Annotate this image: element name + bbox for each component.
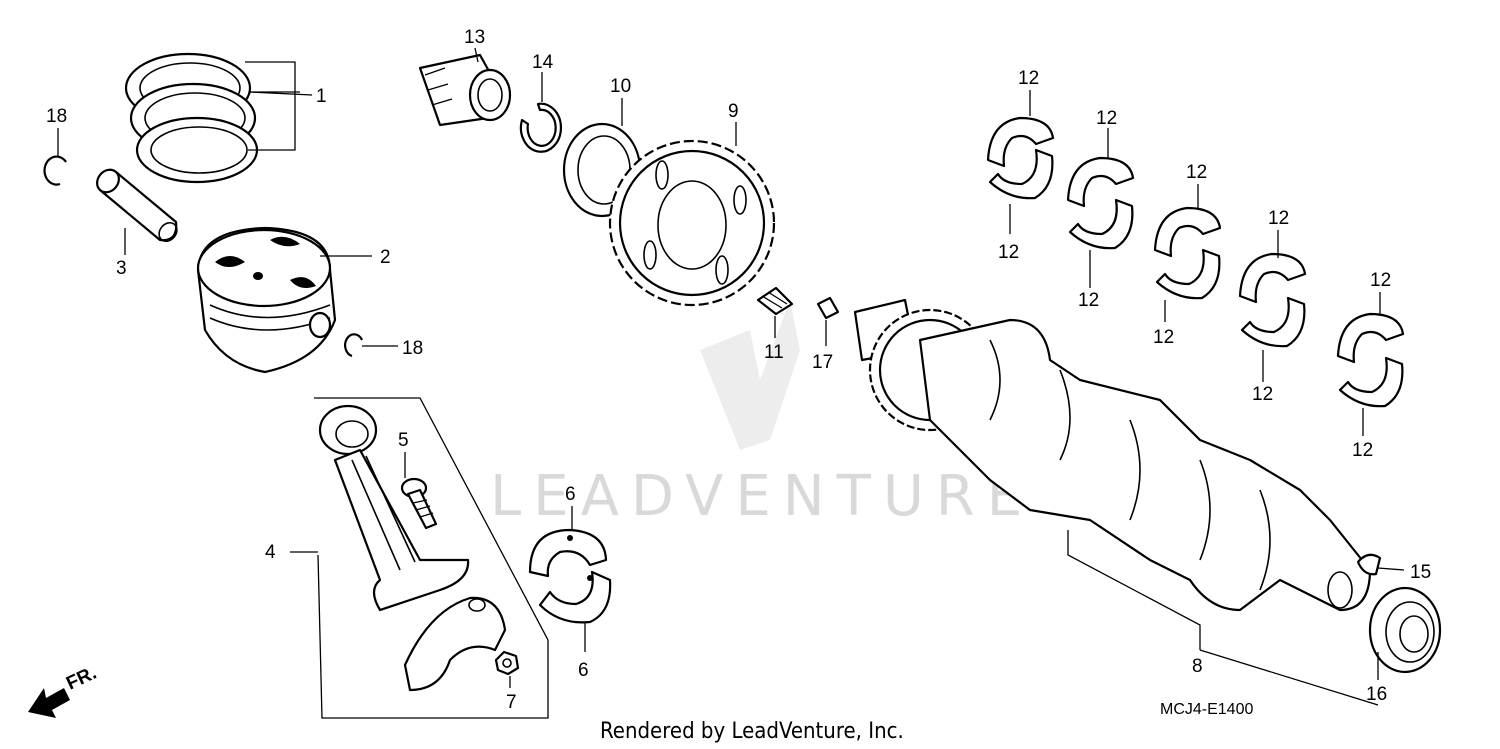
- watermark-logo: [700, 300, 800, 450]
- main-bearing-pair-4[interactable]: [1238, 252, 1307, 348]
- crankshaft-end-bearing[interactable]: [1368, 586, 1442, 674]
- woodruff-key[interactable]: [1356, 553, 1382, 576]
- callout-4: 4: [265, 542, 276, 563]
- damper-spring[interactable]: [756, 286, 794, 316]
- callout-16: 16: [1366, 684, 1387, 705]
- callout-1: 1: [316, 86, 327, 107]
- callout-12-g: 12: [1268, 208, 1289, 229]
- main-bearing-pair-3[interactable]: [1153, 206, 1222, 300]
- callout-15: 15: [1410, 562, 1431, 583]
- crankshaft[interactable]: [853, 298, 1372, 612]
- callout-9: 9: [728, 101, 739, 122]
- callout-18-left: 18: [46, 106, 67, 127]
- front-direction-arrow-icon: [28, 688, 70, 718]
- piston-pin-clip-right[interactable]: [344, 333, 364, 358]
- cam-chain-sprocket[interactable]: [608, 139, 776, 307]
- callout-14: 14: [532, 52, 554, 73]
- callout-18-right: 18: [402, 338, 423, 359]
- callout-12-i: 12: [1370, 270, 1391, 291]
- piston[interactable]: [196, 226, 337, 374]
- snap-ring[interactable]: [519, 102, 563, 153]
- connecting-rod[interactable]: [318, 404, 470, 612]
- callout-8: 8: [1192, 656, 1203, 677]
- conrod-bearing-upper[interactable]: [528, 528, 608, 578]
- conrod-nut[interactable]: [494, 650, 520, 676]
- diagram-code: MCJ4-E1400: [1160, 701, 1253, 718]
- callout-12-a: 12: [1018, 68, 1039, 89]
- connecting-rod-cap[interactable]: [403, 596, 507, 692]
- callout-12-f: 12: [1153, 327, 1174, 348]
- main-bearing-pair-5[interactable]: [1336, 312, 1405, 408]
- primary-drive-gear[interactable]: [418, 53, 512, 127]
- callout-17: 17: [812, 352, 833, 373]
- callout-7: 7: [506, 692, 517, 713]
- callout-11: 11: [764, 342, 784, 363]
- callout-12-h: 12: [1252, 384, 1273, 405]
- main-bearing-pair-1[interactable]: [986, 116, 1055, 200]
- callout-6-lower: 6: [578, 660, 589, 681]
- conrod-assembly-bracket: [314, 397, 549, 719]
- callout-2: 2: [380, 247, 391, 268]
- main-bearing-pair-2[interactable]: [1066, 156, 1135, 250]
- dowel-pin[interactable]: [816, 296, 840, 320]
- callout-10: 10: [610, 76, 631, 97]
- callout-12-b: 12: [998, 242, 1019, 263]
- piston-pin-clip-left[interactable]: [43, 155, 67, 186]
- watermark-text: LEADVENTURE: [490, 464, 1034, 529]
- callout-12-e: 12: [1186, 162, 1207, 183]
- callout-12-d: 12: [1078, 290, 1099, 311]
- conrod-bolt[interactable]: [400, 477, 438, 530]
- callout-12-c: 12: [1096, 108, 1117, 129]
- piston-rings[interactable]: [124, 52, 300, 184]
- callout-5: 5: [398, 430, 409, 451]
- callout-3: 3: [116, 258, 127, 279]
- piston-pin[interactable]: [93, 165, 181, 244]
- callout-6-upper: 6: [565, 484, 576, 505]
- footer-credit: Rendered by LeadVenture, Inc.: [600, 719, 904, 744]
- callout-12-j: 12: [1352, 440, 1373, 461]
- conrod-bearing-lower[interactable]: [538, 570, 612, 624]
- leader-lines: [57, 47, 1405, 706]
- callout-labels: 1 2 3 4 5 6 6 7 8 9 10 11 12 12 12 12 12…: [46, 27, 1431, 713]
- front-direction-label: FR.: [63, 663, 100, 695]
- callout-13: 13: [464, 27, 485, 48]
